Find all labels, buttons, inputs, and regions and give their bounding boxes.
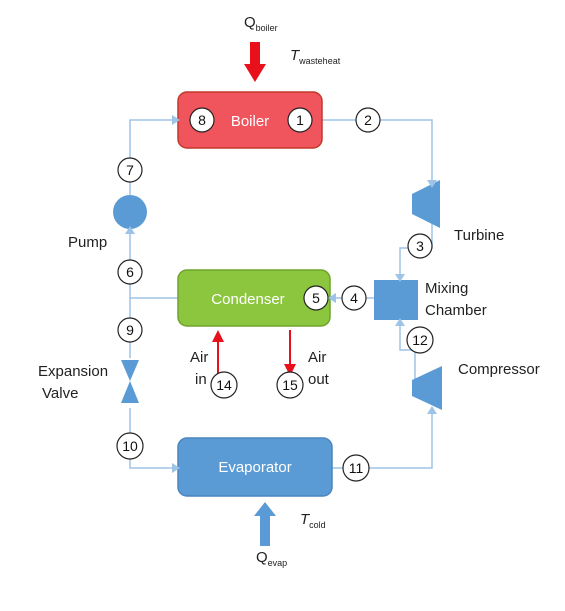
node-14: 14 <box>210 371 238 399</box>
mixing-chamber-label-line1: Mixing <box>425 280 468 297</box>
expansion-valve-label-line1: Expansion <box>38 363 108 380</box>
compressor-label: Compressor <box>458 361 540 378</box>
svg-text:12: 12 <box>412 332 428 348</box>
svg-text:14: 14 <box>216 377 232 393</box>
expansion-valve-icon <box>121 360 139 403</box>
expansion-valve-label-line2: Valve <box>42 385 78 402</box>
mixing-chamber-label-line2: Chamber <box>425 302 487 319</box>
svg-text:10: 10 <box>122 438 138 454</box>
node-6: 6 <box>117 259 143 285</box>
svg-text:8: 8 <box>198 112 206 128</box>
pipe-boiler-to-turbine <box>322 119 433 185</box>
flow-arrowheads <box>125 115 437 473</box>
condenser: Condenser <box>177 269 331 327</box>
svg-text:2: 2 <box>364 112 372 128</box>
boiler-heat-arrow <box>244 42 266 82</box>
condenser-label: Condenser <box>211 291 284 308</box>
compressor-icon <box>412 366 442 410</box>
node-1: 1 <box>287 107 313 133</box>
node-4: 4 <box>341 285 367 311</box>
pump-icon <box>113 195 147 229</box>
air-out-label-line1: Air <box>308 349 326 366</box>
node-7: 7 <box>117 157 143 183</box>
node-11: 11 <box>342 454 370 482</box>
pipe-valve-to-evaporator <box>129 408 178 469</box>
q-boiler-main: Q <box>244 14 256 31</box>
air-in-label-line2: in <box>195 371 207 388</box>
node-15: 15 <box>276 371 304 399</box>
svg-text:15: 15 <box>282 377 298 393</box>
boiler-label: Boiler <box>231 113 269 130</box>
node-5: 5 <box>303 285 329 311</box>
q-evap-sub: evap <box>268 558 288 568</box>
q-evap-label: Qevap <box>256 549 287 568</box>
svg-text:6: 6 <box>126 264 134 280</box>
boiler: Boiler <box>177 91 323 149</box>
evaporator-label: Evaporator <box>218 459 291 476</box>
svg-text:4: 4 <box>350 290 358 306</box>
svg-text:5: 5 <box>312 290 320 306</box>
state-nodes: 1 2 3 4 5 6 7 8 9 10 11 12 14 15 <box>116 107 434 482</box>
node-9: 9 <box>117 317 143 343</box>
t-cold-label: Tcold <box>300 511 326 530</box>
t-wasteheat-label: Twasteheat <box>290 47 341 66</box>
q-evap-main: Q <box>256 549 268 566</box>
node-8: 8 <box>189 107 215 133</box>
node-2: 2 <box>355 107 381 133</box>
t-cold-main: T <box>300 511 311 528</box>
t-wasteheat-sub: wasteheat <box>298 56 341 66</box>
t-cold-sub: cold <box>309 520 326 530</box>
q-boiler-sub: boiler <box>256 23 278 33</box>
node-3: 3 <box>407 233 433 259</box>
pipe-pump-to-boiler <box>129 119 178 196</box>
t-wasteheat-main: T <box>290 47 301 64</box>
node-12: 12 <box>406 326 434 354</box>
turbine-icon <box>412 180 440 228</box>
evaporator: Evaporator <box>177 437 333 497</box>
pipe-compressor-to-mixer <box>399 320 416 392</box>
svg-text:11: 11 <box>349 460 364 476</box>
svg-text:7: 7 <box>126 162 134 178</box>
air-in-label-line1: Air <box>190 349 208 366</box>
q-boiler-label: Qboiler <box>244 14 278 33</box>
svg-text:9: 9 <box>126 322 134 338</box>
svg-text:1: 1 <box>296 112 304 128</box>
turbine-label: Turbine <box>454 227 504 244</box>
svg-text:3: 3 <box>416 238 424 254</box>
node-10: 10 <box>116 432 144 460</box>
mixing-chamber-icon <box>374 280 418 320</box>
air-out-label-line2: out <box>308 371 330 388</box>
evaporator-heat-arrow <box>254 502 276 546</box>
air-out-arrow <box>284 330 296 376</box>
pump-label: Pump <box>68 234 107 251</box>
